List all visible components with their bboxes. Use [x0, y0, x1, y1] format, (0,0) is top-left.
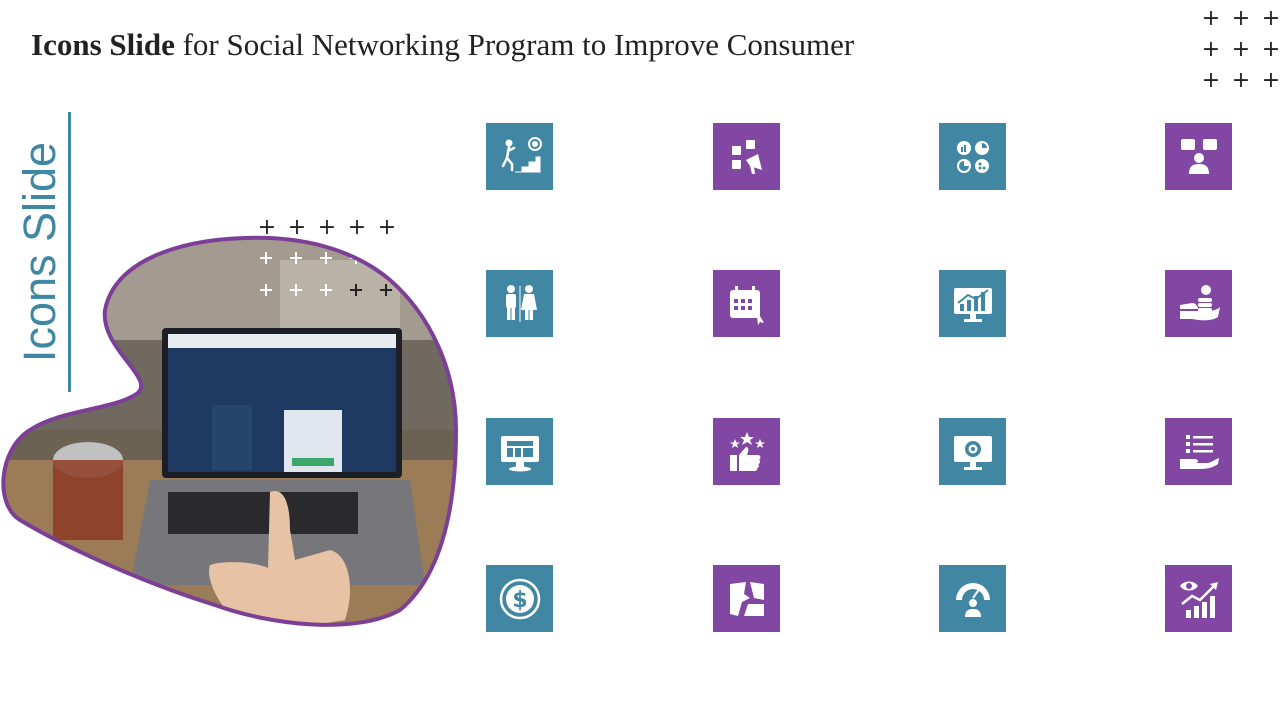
- dollar-coin-icon: $: [486, 565, 553, 632]
- eye-growth-chart-icon: [1165, 565, 1232, 632]
- calendar-click-icon: [713, 270, 780, 337]
- vertical-divider: [68, 112, 71, 392]
- slide-title-rest: for Social Networking Program to Improve…: [182, 27, 855, 62]
- analytics-dashboard-icon: [939, 123, 1006, 190]
- slide-title-bold: Icons Slide: [31, 27, 175, 62]
- male-female-icon: [486, 270, 553, 337]
- monitor-growth-chart-icon: [939, 270, 1006, 337]
- hand-dollar-coins-icon: [1165, 270, 1232, 337]
- monitor-settings-icon: [939, 418, 1006, 485]
- broken-puzzle-icon: [713, 565, 780, 632]
- hand-checklist-icon: [1165, 418, 1232, 485]
- thumbs-up-stars-icon: [713, 418, 780, 485]
- slide-title: Icons Slide for Social Networking Progra…: [31, 27, 854, 63]
- laptop-photo-blob: [1, 235, 459, 627]
- feedback-user-icon: [1165, 123, 1232, 190]
- climbing-steps-goal-icon: [486, 123, 553, 190]
- social-media-megaphone-icon: [713, 123, 780, 190]
- monitor-dashboard-icon: [486, 418, 553, 485]
- plus-pattern-top-right: +++ +++ +++: [1201, 6, 1280, 93]
- plus-pattern-photo: +++++: [257, 215, 397, 240]
- customer-satisfaction-meter-icon: [939, 565, 1006, 632]
- svg-text:$: $: [512, 588, 527, 613]
